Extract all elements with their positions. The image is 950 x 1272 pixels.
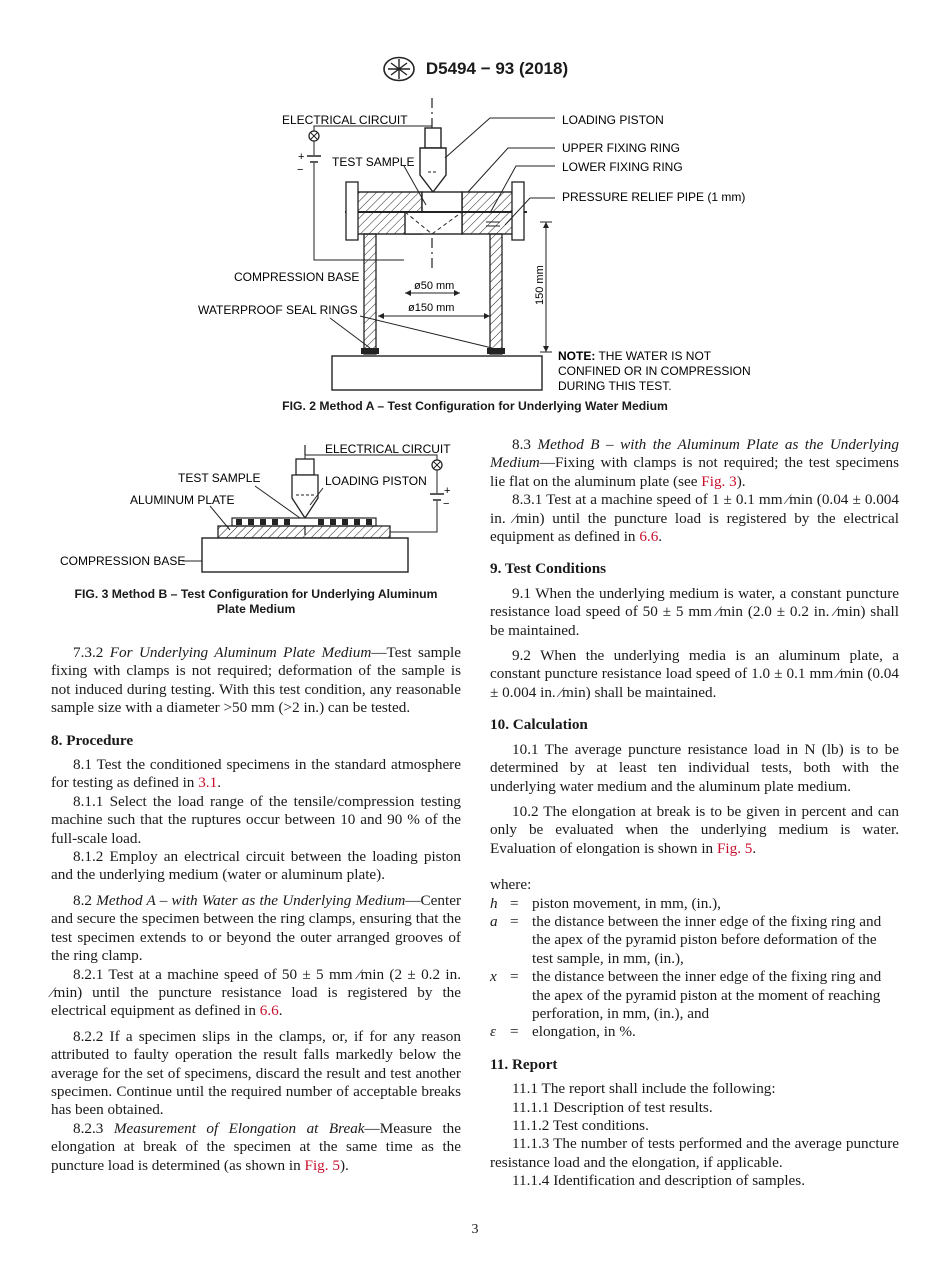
fig2-label-test-sample: TEST SAMPLE <box>332 155 414 169</box>
para-11-1-4: 11.1.4 Identification and description of… <box>512 1172 805 1190</box>
fig2-label-d150: ø150 mm <box>408 302 454 314</box>
section-11-title: 11. Report <box>490 1055 558 1073</box>
fig3-label-electrical-circuit: ELECTRICAL CIRCUIT <box>325 442 451 456</box>
section-9-title: 9. Test Conditions <box>490 560 607 578</box>
para-8-1-2: 8.1.2 Employ an electrical circuit betwe… <box>51 848 461 884</box>
fig3-plus: + <box>444 485 450 497</box>
link-6-6[interactable]: 6.6 <box>259 1002 279 1020</box>
para-8-1-1: 8.1.1 Select the load range of the tensi… <box>51 792 461 847</box>
fig2-caption: FIG. 2 Method A – Test Configuration for… <box>282 399 668 413</box>
link-3-1[interactable]: 3.1 <box>198 774 218 792</box>
fig3-caption-line1: FIG. 3 Method B – Test Configuration for… <box>74 587 438 601</box>
fig3-label-compression-base: COMPRESSION BASE <box>60 554 185 568</box>
definition-row: ε=elongation, in %. <box>490 1023 636 1041</box>
fig3-label-aluminum-plate: ALUMINUM PLATE <box>130 493 234 507</box>
para-11-1-1: 11.1.1 Description of test results. <box>512 1098 713 1116</box>
link-fig-3[interactable]: Fig. 3 <box>701 472 737 490</box>
right-column: 8.3 Method B – with the Aluminum Plate a… <box>490 436 899 1191</box>
para-9-1: 9.1 When the underlying medium is water,… <box>490 584 899 639</box>
page-number: 3 <box>471 1222 479 1237</box>
section-10-title: 10. Calculation <box>490 716 588 734</box>
fig2-label-compression-base: COMPRESSION BASE <box>234 270 359 284</box>
fig2-note-line3: DURING THIS TEST. <box>558 379 672 393</box>
para-8-2: 8.2 Method A – with Water as the Underly… <box>51 891 461 965</box>
where-label: where: <box>490 876 532 894</box>
page-header: D5494 − 93 (2018) <box>0 56 950 82</box>
link-fig-5-b[interactable]: Fig. 5 <box>716 839 753 857</box>
definition-row: x=the distance between the inner edge of… <box>490 968 882 1022</box>
definition-row: a=the distance between the inner edge of… <box>490 912 882 967</box>
para-7-3-2: 7.3.2 For Underlying Aluminum Plate Medi… <box>51 644 462 717</box>
section-8-title: 8. Procedure <box>51 731 134 749</box>
fig2-label-upper-fixing-ring: UPPER FIXING RING <box>562 141 680 155</box>
para-8-2-2: 8.2.2 If a specimen slips in the clamps,… <box>51 1027 461 1119</box>
para-11-1-3: 11.1.3 The number of tests performed and… <box>490 1135 899 1171</box>
link-6-6-b[interactable]: 6.6 <box>639 528 659 546</box>
link-fig-5[interactable]: Fig. 5 <box>304 1156 340 1174</box>
fig2-diagram: ELECTRICAL CIRCUIT LOADING PISTON UPPER … <box>198 98 751 393</box>
para-8-3-1: 8.3.1 Test at a machine speed of 1 ± 0.1… <box>490 491 899 546</box>
fig2-label-waterproof-seal: WATERPROOF SEAL RINGS <box>198 303 358 317</box>
fig2-label-lower-fixing-ring: LOWER FIXING RING <box>562 160 683 174</box>
fig2-label-loading-piston: LOADING PISTON <box>562 113 664 127</box>
fig3-label-test-sample: TEST SAMPLE <box>178 471 260 485</box>
para-8-2-3: 8.2.3 Measurement of Elongation at Break… <box>51 1119 462 1174</box>
standard-code: D5494 − 93 (2018) <box>425 59 569 78</box>
para-10-1: 10.1 The average puncture resistance loa… <box>490 740 899 795</box>
definition-row: h=piston movement, in mm, (in.), <box>490 894 721 912</box>
astm-logo-icon <box>383 56 415 82</box>
para-8-2-1: 8.2.1 Test at a machine speed of 50 ± 5 … <box>51 965 461 1020</box>
fig2-label-pressure-relief: PRESSURE RELIEF PIPE (1 mm) <box>562 190 745 204</box>
para-8-3: 8.3 Method B – with the Aluminum Plate a… <box>490 436 899 490</box>
definitions-list: h=piston movement, in mm, (in.), a=the d… <box>490 895 899 1042</box>
fig3-caption: FIG. 3 Method B – Test Configuration for… <box>50 587 462 617</box>
fig2-note-line2: CONFINED OR IN COMPRESSION <box>558 364 751 378</box>
fig2-minus: − <box>297 164 303 176</box>
para-10-2: 10.2 The elongation at break is to be gi… <box>490 802 899 857</box>
fig3-diagram: ELECTRICAL CIRCUIT TEST SAMPLE LOADING P… <box>60 442 451 573</box>
fig2-label-d50: ø50 mm <box>414 280 454 292</box>
left-column: 7.3.2 For Underlying Aluminum Plate Medi… <box>51 644 461 1175</box>
fig3-label-loading-piston: LOADING PISTON <box>325 474 427 488</box>
para-9-2: 9.2 When the underlying media is an alum… <box>490 647 899 701</box>
fig2-note-line1: NOTE: THE WATER IS NOT <box>558 349 712 363</box>
fig3-minus: − <box>443 498 449 510</box>
fig2-label-electrical-circuit: ELECTRICAL CIRCUIT <box>282 113 408 127</box>
fig2-plus: + <box>298 151 304 163</box>
para-11-1: 11.1 The report shall include the follow… <box>512 1080 776 1098</box>
fig2-label-h150: 150 mm <box>534 265 546 305</box>
para-11-1-2: 11.1.2 Test conditions. <box>512 1117 649 1134</box>
fig3-caption-line2: Plate Medium <box>216 602 296 616</box>
para-8-1: 8.1 Test the conditioned specimens in th… <box>51 756 461 792</box>
